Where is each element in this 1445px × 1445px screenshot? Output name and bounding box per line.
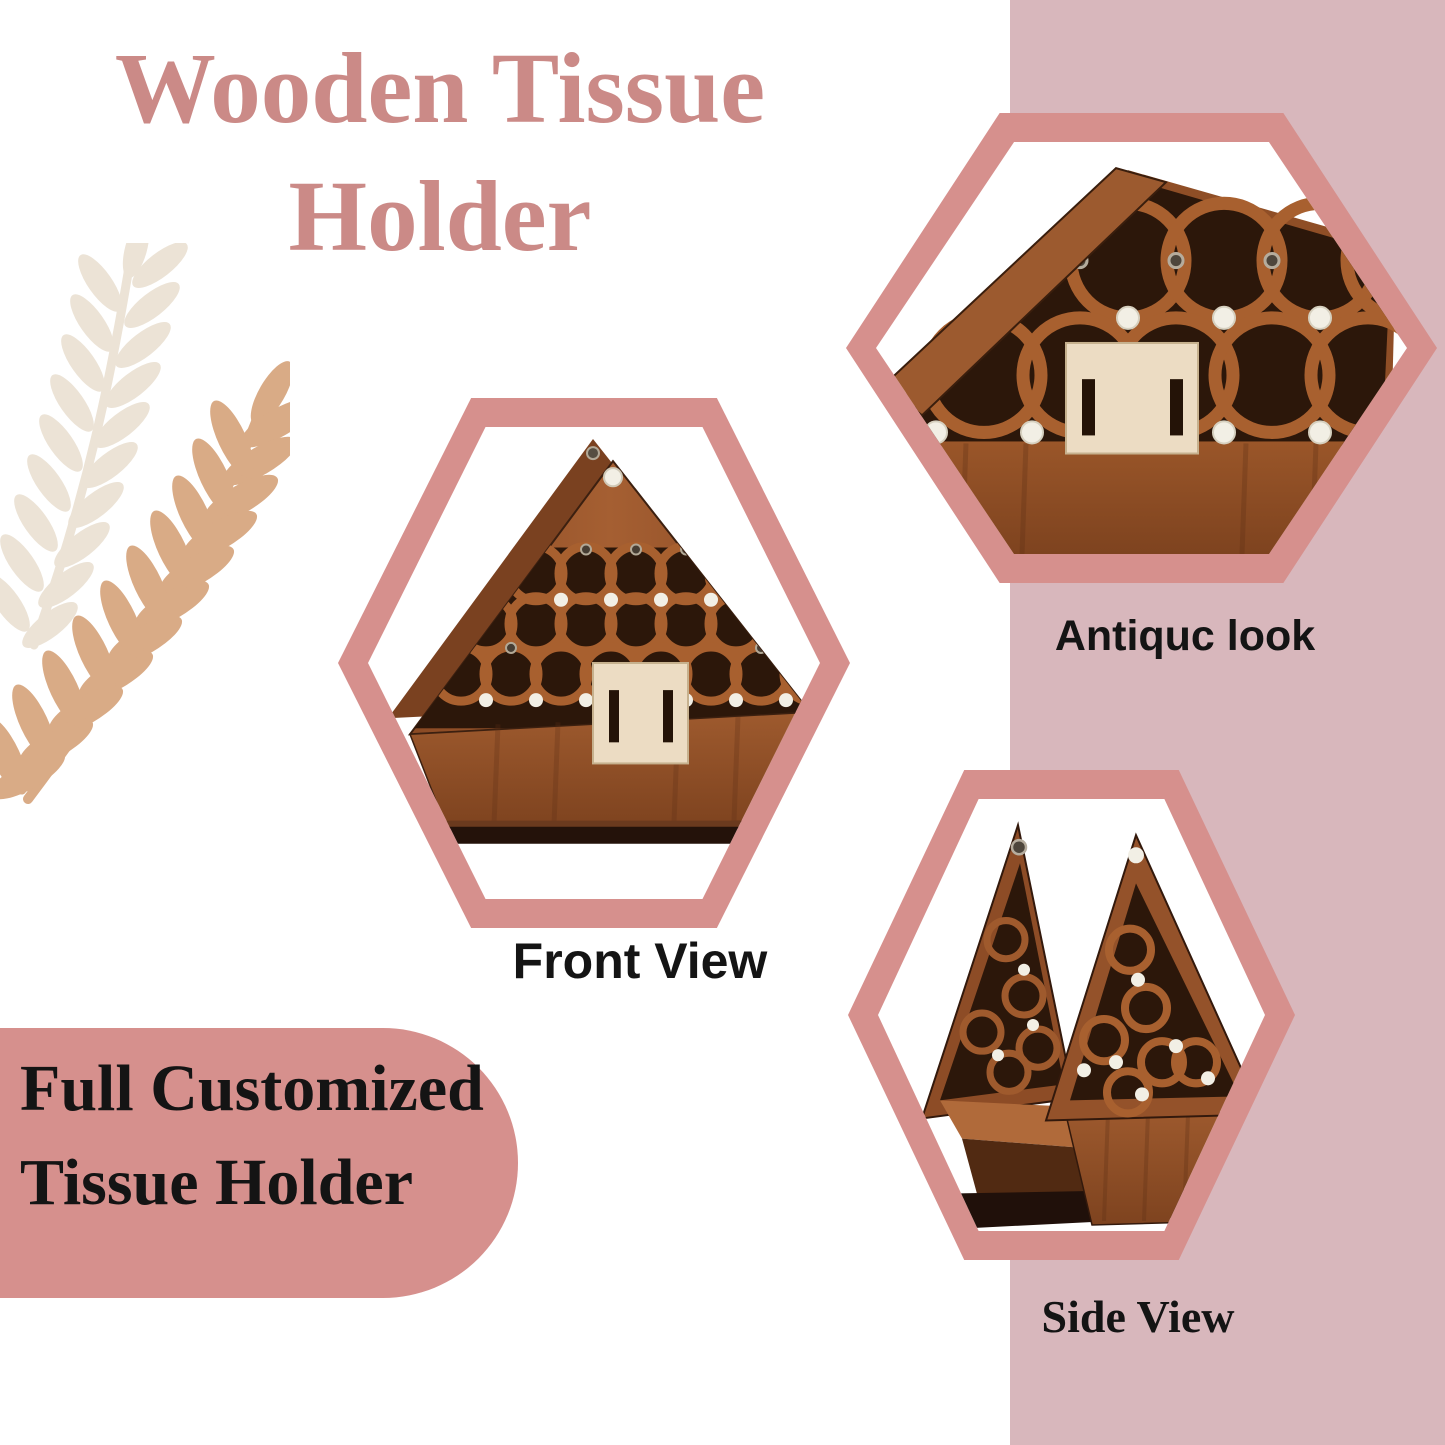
- fern-branch-light-icon: [0, 243, 188, 650]
- poster-title: Wooden Tissue Holder: [70, 24, 810, 280]
- badge-line-1: Full Customized: [20, 1052, 484, 1125]
- label-antique-look: Antiquc look: [1054, 612, 1316, 660]
- side-view-photo: [878, 799, 1265, 1231]
- front-view-photo: [368, 427, 820, 899]
- label-side-view: Side View: [1041, 1291, 1235, 1342]
- fern-branch-tan-icon: [0, 361, 290, 804]
- fern-leaves-icon: [0, 243, 290, 804]
- customized-badge: Full Customized Tissue Holder: [0, 1028, 518, 1298]
- label-front-view: Front View: [512, 933, 768, 989]
- hexagon-front-view: [338, 398, 850, 928]
- antique-look-photo: [876, 142, 1407, 554]
- badge-line-2: Tissue Holder: [20, 1146, 414, 1219]
- title-line-1: Wooden Tissue: [114, 32, 766, 144]
- title-line-2: Holder: [288, 160, 592, 272]
